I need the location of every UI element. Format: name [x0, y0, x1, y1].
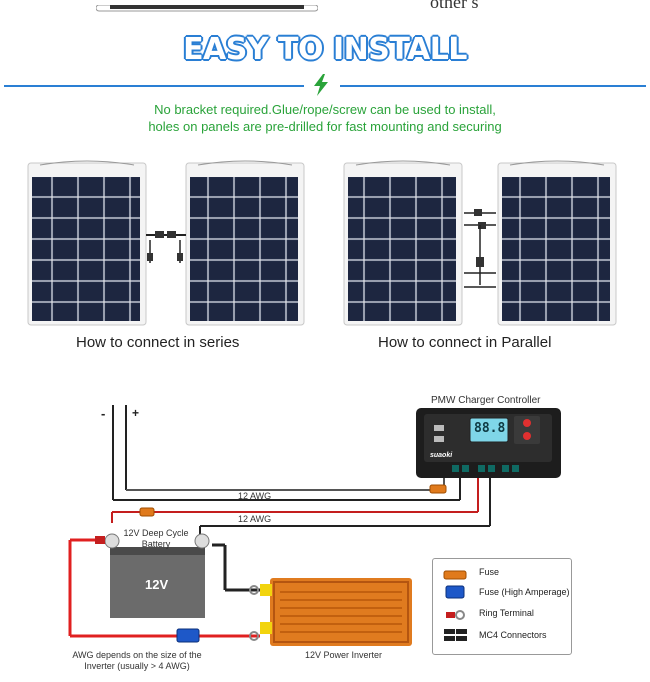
- solar-panels-figure: [27, 160, 617, 326]
- high-amp-fuse-icon: [445, 585, 465, 599]
- page-title: EASY TO INSTALL: [183, 32, 467, 67]
- series-connectors: [146, 231, 186, 263]
- mc4-connector-icon: [444, 629, 467, 641]
- battery-label: 12V Deep Cycle Battery: [118, 528, 194, 550]
- plus-sign: +: [132, 406, 140, 420]
- controller-display: 88.8: [474, 421, 506, 436]
- awg-note-line1: AWG depends on the size of the: [72, 650, 202, 660]
- series-panel-left: [27, 160, 147, 326]
- description-line-2: holes on panels are pre-drilled for fast…: [148, 119, 502, 134]
- install-description: No bracket required.Glue/rope/screw can …: [0, 101, 650, 135]
- inverter-leads: [68, 538, 262, 643]
- legend-item-ring-terminal: Ring Terminal: [445, 608, 534, 626]
- parallel-connectors: [464, 209, 496, 288]
- parallel-panel-left: [343, 160, 463, 326]
- controller-brand: suaoki: [430, 452, 453, 459]
- battery-leads: [111, 475, 491, 534]
- legend-box: Fuse Fuse (High Amperage) Ring Terminal …: [432, 558, 572, 655]
- battery: [95, 533, 210, 618]
- legend-label-fuse: Fuse: [479, 567, 500, 577]
- high-amp-fuse-marker: [176, 628, 200, 643]
- legend-item-fuse: Fuse: [443, 567, 499, 585]
- awg-note-line2: Inverter (usually > 4 AWG): [84, 661, 190, 671]
- battery-label-line2: Battery: [141, 539, 171, 549]
- divider-left: [4, 85, 304, 87]
- parallel-panel-right: [497, 160, 617, 326]
- power-inverter: [260, 578, 412, 646]
- lightning-bolt-icon: [314, 74, 328, 96]
- legend-item-mc4: MC4 Connectors: [443, 627, 547, 648]
- description-line-1: No bracket required.Glue/rope/screw can …: [154, 102, 496, 117]
- minus-sign: -: [101, 406, 106, 421]
- top-partial-text: other s: [430, 0, 479, 12]
- awg-label-mid: 12 AWG: [238, 514, 272, 524]
- legend-label-high-amp-fuse: Fuse (High Amperage): [479, 587, 570, 597]
- charge-controller: [416, 408, 561, 478]
- panel-leads: [112, 405, 461, 501]
- fuse-icon: [443, 570, 467, 580]
- series-panel-right: [185, 160, 305, 326]
- controller-title: PMW Charger Controller: [431, 395, 541, 406]
- ring-terminal-icon: [446, 610, 465, 620]
- divider-right: [340, 85, 646, 87]
- legend-label-mc4: MC4 Connectors: [479, 630, 547, 640]
- legend-item-high-amp-fuse: Fuse (High Amperage): [445, 585, 570, 604]
- battery-label-line1: 12V Deep Cycle: [123, 528, 189, 538]
- awg-label-top: 12 AWG: [238, 491, 272, 501]
- inverter-label: 12V Power Inverter: [305, 650, 383, 660]
- parallel-caption: How to connect in Parallel: [378, 334, 552, 351]
- series-caption: How to connect in series: [76, 334, 240, 351]
- legend-label-ring-terminal: Ring Terminal: [479, 608, 534, 618]
- awg-note: AWG depends on the size of the Inverter …: [62, 650, 212, 672]
- battery-voltage: 12V: [145, 577, 169, 592]
- fuse-marker: [429, 484, 447, 494]
